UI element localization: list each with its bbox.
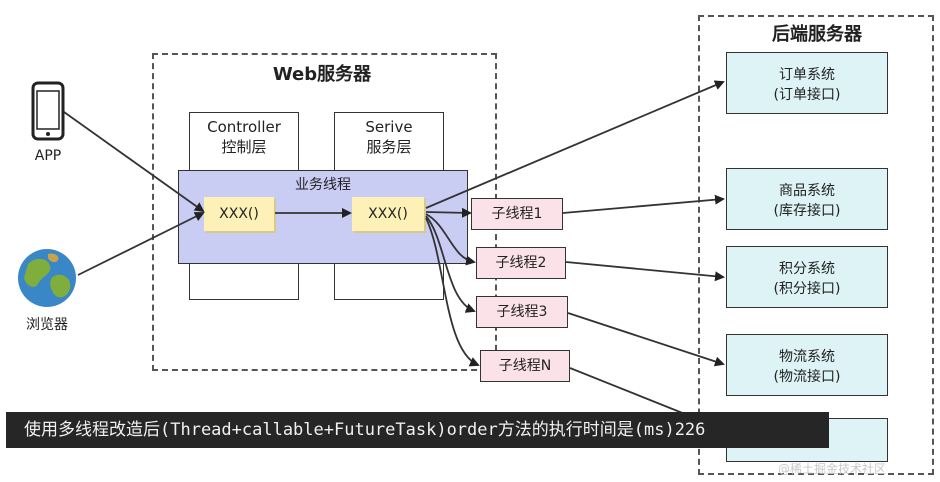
arrow-sub2-to-points <box>565 261 725 282</box>
arrow-service-to-subn <box>425 217 480 367</box>
controller-layer-cn: 控制层 <box>221 138 267 156</box>
backend-server-container <box>698 15 934 475</box>
service-layer-cn: 服务层 <box>366 138 412 156</box>
arrow-service-to-sub1 <box>425 207 472 218</box>
backend-logistics-interface: (物流接口) <box>773 369 841 385</box>
controller-layer-name: Controller <box>207 118 281 136</box>
backend-points-interface: (积分接口) <box>773 281 841 297</box>
backend-order-interface: (订单接口) <box>773 87 841 103</box>
business-thread-label: 业务线程 <box>295 177 351 193</box>
backend-product-system: 商品系统 (库存接口) <box>726 168 888 230</box>
sub-thread-2: 子线程2 <box>476 247 566 279</box>
arrow-browser-to-controller <box>77 212 205 276</box>
arrow-service-to-sub3 <box>425 215 476 313</box>
backend-product-interface: (库存接口) <box>773 203 841 219</box>
browser-label: 浏览器 <box>26 317 68 333</box>
arrow-sub3-to-logistics <box>567 312 725 367</box>
backend-server-title: 后端服务器 <box>772 24 862 45</box>
arrow-service-to-order <box>425 80 725 209</box>
backend-product-name: 商品系统 <box>779 183 835 199</box>
backend-logistics-name: 物流系统 <box>779 349 835 365</box>
service-method: XXX() <box>352 197 424 231</box>
controller-method: XXX() <box>204 197 274 231</box>
caption-bar: 使用多线程改造后(Thread+callable+FutureTask)orde… <box>6 412 829 448</box>
phone-icon <box>31 81 65 141</box>
sub-thread-3: 子线程3 <box>476 296 568 328</box>
sub-thread-n: 子线程N <box>480 350 570 382</box>
service-layer-name: Serive <box>365 118 413 136</box>
globe-icon <box>18 249 76 307</box>
web-server-title: Web服务器 <box>272 64 372 85</box>
backend-logistics-system: 物流系统 (物流接口) <box>726 334 888 396</box>
arrow-sub1-to-product <box>562 194 725 214</box>
arrow-service-to-sub2 <box>425 213 476 266</box>
watermark: @稀土掘金技术社区 <box>778 462 887 476</box>
browser-client: 浏览器 <box>14 246 80 336</box>
app-client: APP <box>20 80 76 170</box>
app-label: APP <box>34 148 62 164</box>
backend-order-system: 订单系统 (订单接口) <box>726 52 888 114</box>
backend-order-name: 订单系统 <box>779 67 835 83</box>
backend-points-name: 积分系统 <box>779 261 835 277</box>
arrow-subn-to-extra <box>569 367 701 421</box>
backend-points-system: 积分系统 (积分接口) <box>726 246 888 308</box>
arrow-app-to-controller <box>63 111 205 213</box>
